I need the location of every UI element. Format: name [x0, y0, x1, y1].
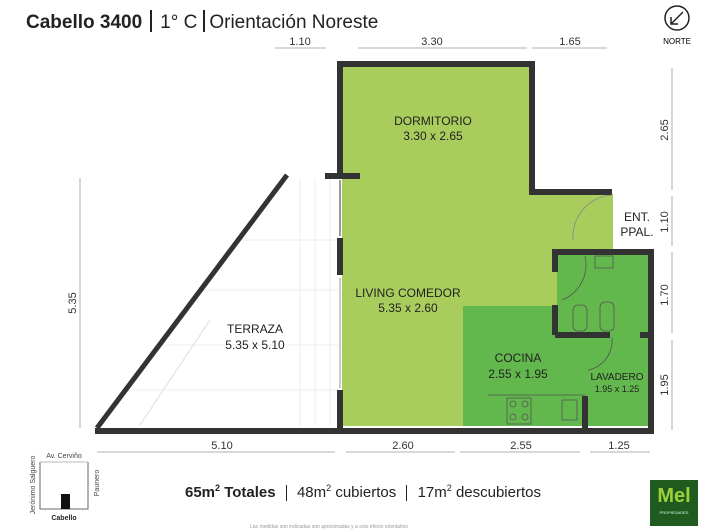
- dimension-label: 1.70: [659, 284, 671, 305]
- area-summary: 65m2 Totales 48m2 cubiertos 17m2 descubi…: [185, 483, 541, 501]
- plan-title: Cabello 3400 1° C Orientación Noreste: [26, 10, 378, 34]
- building-marker: [61, 494, 70, 509]
- sink-icon: [594, 255, 614, 269]
- dimension-label: 5.10: [211, 440, 232, 452]
- dimension-label: 1.95: [659, 374, 671, 395]
- uncovered-area: 17m: [417, 484, 447, 501]
- logo-name: Mel: [657, 485, 691, 507]
- room-name: DORMITORIO: [394, 114, 472, 128]
- arrow-down-left-icon: [670, 11, 684, 25]
- room-size: 2.55 x 1.95: [488, 367, 548, 381]
- dimension-label: 1.25: [608, 440, 629, 452]
- entrance-label: PPAL.: [620, 225, 653, 239]
- divider: [150, 10, 153, 32]
- covered-label: cubiertos: [335, 484, 397, 501]
- exponent: 2: [446, 483, 452, 493]
- room-size: 1.95 x 1.25: [595, 384, 640, 394]
- dimension-label: 2.60: [392, 440, 413, 452]
- brand-logo: Mel PROPIEDADES: [650, 480, 698, 526]
- room-size: 5.35 x 2.60: [378, 301, 438, 315]
- toilet-icon: [572, 304, 588, 332]
- wet-area: [463, 253, 649, 426]
- living-area: [342, 67, 613, 426]
- stove-icon: [506, 397, 532, 425]
- orientation-label: Orientación Noreste: [209, 12, 379, 33]
- building-name: Cabello 3400: [26, 12, 143, 33]
- dimension-label: 2.65: [659, 119, 671, 140]
- compass: NORTE: [663, 5, 691, 46]
- location-map: Av. Cerviño Cabello Jerónimo Salguero Pa…: [30, 453, 101, 522]
- unit-label: 1° C: [160, 12, 198, 33]
- entrance-label: ENT.: [624, 210, 650, 224]
- entrance-door[interactable]: [572, 194, 613, 241]
- dimension-label: 5.35: [67, 292, 79, 313]
- exponent: 2: [215, 483, 221, 493]
- street-name: Jerónimo Salguero: [30, 456, 37, 515]
- dimension-label: 1.65: [559, 36, 580, 48]
- exponent: 2: [326, 483, 332, 493]
- laundry-sink-icon: [561, 399, 578, 421]
- compass-circle: [664, 5, 690, 31]
- bathroom-door[interactable]: [561, 255, 587, 301]
- total-label: Totales: [224, 484, 276, 501]
- bidet-icon: [599, 301, 615, 332]
- room-name: LIVING COMEDOR: [355, 286, 461, 300]
- dimension-lines: [79, 47, 673, 453]
- disclaimer: Las medidas son indicadas son aproximada…: [250, 524, 408, 530]
- terrace-area: [97, 176, 340, 428]
- room-name: COCINA: [495, 351, 542, 365]
- dimension-label: 3.30: [421, 36, 442, 48]
- uncovered-label: descubiertos: [455, 484, 541, 501]
- logo-sub: PROPIEDADES: [659, 510, 689, 515]
- room-size: 5.35 x 5.10: [225, 338, 285, 352]
- dimension-label: 1.10: [289, 36, 310, 48]
- dimension-label: 2.55: [510, 440, 531, 452]
- walls: [95, 61, 654, 434]
- covered-area: 48m: [296, 484, 327, 501]
- terrace-stair-line: [139, 319, 211, 426]
- street-name: Paunero: [94, 470, 101, 497]
- divider: [203, 10, 206, 32]
- compass-label: NORTE: [663, 37, 691, 46]
- laundry-door[interactable]: [587, 337, 613, 371]
- room-size: 3.30 x 2.65: [403, 129, 463, 143]
- fixtures: [488, 255, 615, 425]
- terrace-grid: [130, 178, 338, 426]
- room-name: LAVADERO: [591, 372, 644, 383]
- dimension-label: 1.10: [659, 211, 671, 232]
- room-name: TERRAZA: [227, 322, 283, 336]
- total-area: 65m: [185, 484, 216, 501]
- street-name: Cabello: [51, 515, 76, 522]
- street-name: Av. Cerviño: [46, 453, 82, 460]
